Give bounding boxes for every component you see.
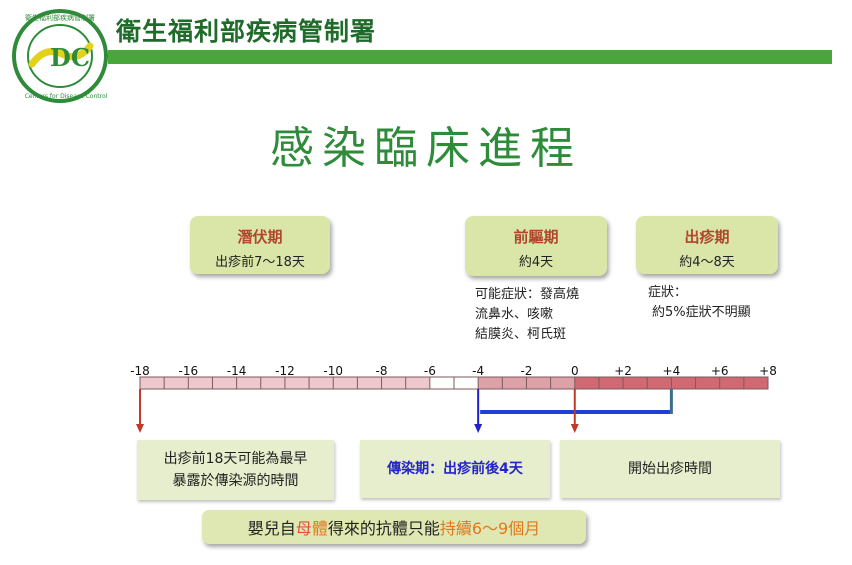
timeline-tick-label: +6 — [710, 364, 729, 378]
exposure-line: 暴露於傳染源的時間 — [172, 473, 299, 489]
contagious-value: 4天 — [499, 461, 523, 477]
symptom-line: 可能症狀：發高燒 — [475, 287, 580, 302]
symptom-line: 結膜炎、柯氏斑 — [475, 327, 567, 342]
page-title: 感染臨床進程 — [270, 123, 582, 174]
antibody-middle: 得來的抗體只能 — [327, 519, 440, 538]
timeline-tick-label: 0 — [570, 364, 579, 378]
cdc-logo: DC 衛生福利部疾病管制署 Centers for Disease Contro… — [12, 9, 108, 103]
logo-ring-text-en: Centers for Disease Control — [25, 93, 108, 100]
logo-ring-text: 衛生福利部疾病管制署 — [25, 13, 95, 22]
phase-title: 潛伏期 — [237, 228, 283, 246]
header-rule — [108, 50, 832, 64]
timeline-tick-label: -12 — [275, 364, 295, 378]
timeline-tick-label: -4 — [472, 364, 485, 378]
incubation-phase-box: 潛伏期 出疹前7～18天 — [190, 216, 330, 274]
exposure-note-box: 出疹前18天可能為最早 暴露於傳染源的時間 — [137, 440, 334, 500]
antibody-body: 體 — [311, 519, 328, 538]
contagious-label: 傳染期：出疹前後 — [387, 461, 500, 477]
timeline-tick-label: +8 — [759, 364, 777, 378]
blue-arrow-head — [474, 424, 483, 433]
phase-duration: 出疹前7～18天 — [215, 255, 305, 270]
maternal-antibody-box: 嬰兒自母體得來的抗體只能持續6～9個月 — [202, 510, 586, 544]
logo-monogram: DC — [50, 43, 90, 72]
red-arrow-head — [136, 424, 144, 433]
rash-phase-box: 出疹期 約4～8天 — [636, 216, 778, 274]
phase-duration: 約4～8天 — [679, 255, 735, 270]
symptom-line: 症狀： — [648, 285, 688, 300]
timeline-tick-label: -10 — [323, 364, 344, 378]
exposure-line: 出疹前18天可能為最早 — [163, 451, 308, 467]
symptom-line: 流鼻水、咳嗽 — [475, 307, 554, 322]
rash-start-box: 開始出疹時間 — [560, 440, 780, 498]
timeline-tick-label: -2 — [520, 364, 533, 378]
phase-duration: 約4天 — [518, 255, 554, 270]
timeline-tick-label: -8 — [375, 364, 388, 378]
symptom-line: 約5%症狀不明顯 — [652, 305, 751, 320]
phase-title: 出疹期 — [684, 228, 730, 246]
red-arrow-head — [570, 424, 579, 433]
timeline-tick-label: +2 — [614, 364, 632, 378]
timeline — [136, 376, 769, 433]
rash-start-label: 開始出疹時間 — [628, 461, 712, 477]
agency-name: 衛生福利部疾病管制署 — [116, 17, 377, 46]
phase-title: 前驅期 — [513, 228, 559, 246]
rash-symptoms: 症狀： 約5%症狀不明顯 — [648, 283, 751, 323]
timeline-ticks — [139, 377, 769, 389]
timeline-tick-label: -16 — [178, 364, 199, 378]
timeline-markers — [136, 389, 673, 433]
antibody-mother: 母 — [295, 519, 312, 538]
prodromal-symptoms: 可能症狀：發高燒 流鼻水、咳嗽 結膜炎、柯氏斑 — [475, 285, 579, 345]
prodromal-phase-box: 前驅期 約4天 — [465, 216, 607, 276]
timeline-tick-label: -6 — [423, 364, 436, 378]
timeline-tick-label: +4 — [662, 364, 681, 378]
antibody-duration: 持續6～9個月 — [439, 519, 541, 538]
header: 衛生福利部疾病管制署 DC 衛生福利部疾病管制署 Centers for Dis… — [0, 0, 852, 103]
timeline-tick-label: -18 — [130, 364, 150, 378]
antibody-prefix: 嬰兒自 — [247, 519, 296, 538]
timeline-tick-label: -14 — [226, 364, 247, 378]
